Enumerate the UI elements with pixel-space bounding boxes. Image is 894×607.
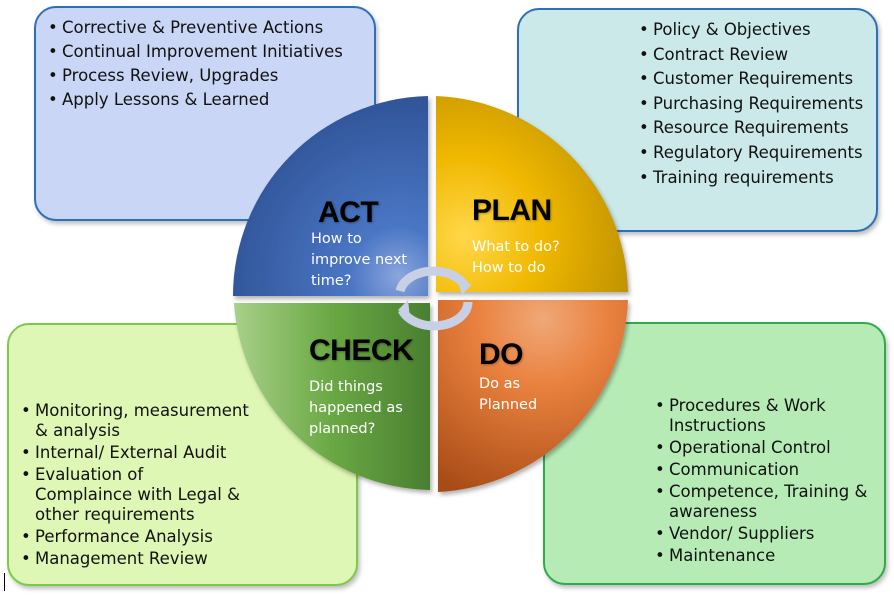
do-title: DO bbox=[479, 338, 524, 371]
list-item: Communication bbox=[655, 460, 876, 480]
list-item: Training requirements bbox=[639, 168, 876, 188]
list-item: Monitoring, measurement & analysis bbox=[21, 401, 250, 441]
list-item: Continual Improvement Initiatives bbox=[48, 42, 362, 62]
check-title: CHECK bbox=[309, 334, 414, 367]
list-item: Customer Requirements bbox=[639, 69, 876, 89]
list-item: Regulatory Requirements bbox=[639, 143, 876, 163]
list-item: Competence, Training & awareness bbox=[655, 482, 869, 522]
act-title: ACT bbox=[318, 196, 379, 229]
list-item: Corrective & Preventive Actions bbox=[48, 18, 362, 38]
check-list: Monitoring, measurement & analysis Inter… bbox=[21, 401, 348, 569]
list-item: Policy & Objectives bbox=[639, 20, 876, 40]
plan-subtitle: What to do? How to do bbox=[472, 239, 560, 276]
check-subtitle: Did things happened as planned? bbox=[309, 379, 403, 437]
list-item: Management Review bbox=[21, 549, 348, 569]
plan-list: Policy & Objectives Contract Review Cust… bbox=[639, 20, 876, 188]
list-item: Operational Control bbox=[655, 438, 876, 458]
text-cursor bbox=[4, 573, 5, 591]
list-item: Contract Review bbox=[639, 45, 876, 65]
act-list: Corrective & Preventive Actions Continua… bbox=[48, 18, 362, 110]
do-subtitle: Do as Planned bbox=[479, 376, 538, 413]
list-item: Internal/ External Audit bbox=[21, 443, 348, 463]
list-item: Process Review, Upgrades bbox=[48, 66, 362, 86]
do-quadrant bbox=[438, 300, 628, 492]
act-quadrant bbox=[233, 96, 428, 296]
list-item: Resource Requirements bbox=[639, 118, 876, 138]
plan-title: PLAN bbox=[472, 194, 552, 227]
act-subtitle: How to improve next time? bbox=[311, 231, 408, 289]
list-item: Purchasing Requirements bbox=[639, 94, 876, 114]
list-item: Apply Lessons & Learned bbox=[48, 90, 362, 110]
act-activities-box: Corrective & Preventive Actions Continua… bbox=[34, 6, 376, 221]
cycle-arrows-icon bbox=[395, 266, 473, 331]
check-quadrant bbox=[234, 303, 430, 490]
list-item: Performance Analysis bbox=[21, 527, 348, 547]
do-list: Procedures & Work Instructions Operation… bbox=[655, 396, 876, 566]
do-activities-box: Procedures & Work Instructions Operation… bbox=[543, 322, 886, 585]
list-item: Vendor/ Suppliers bbox=[655, 524, 876, 544]
list-item: Maintenance bbox=[655, 546, 876, 566]
list-item: Evaluation of Complaince with Legal & ot… bbox=[21, 465, 240, 525]
list-item: Procedures & Work Instructions bbox=[655, 396, 839, 436]
plan-quadrant bbox=[436, 96, 628, 296]
